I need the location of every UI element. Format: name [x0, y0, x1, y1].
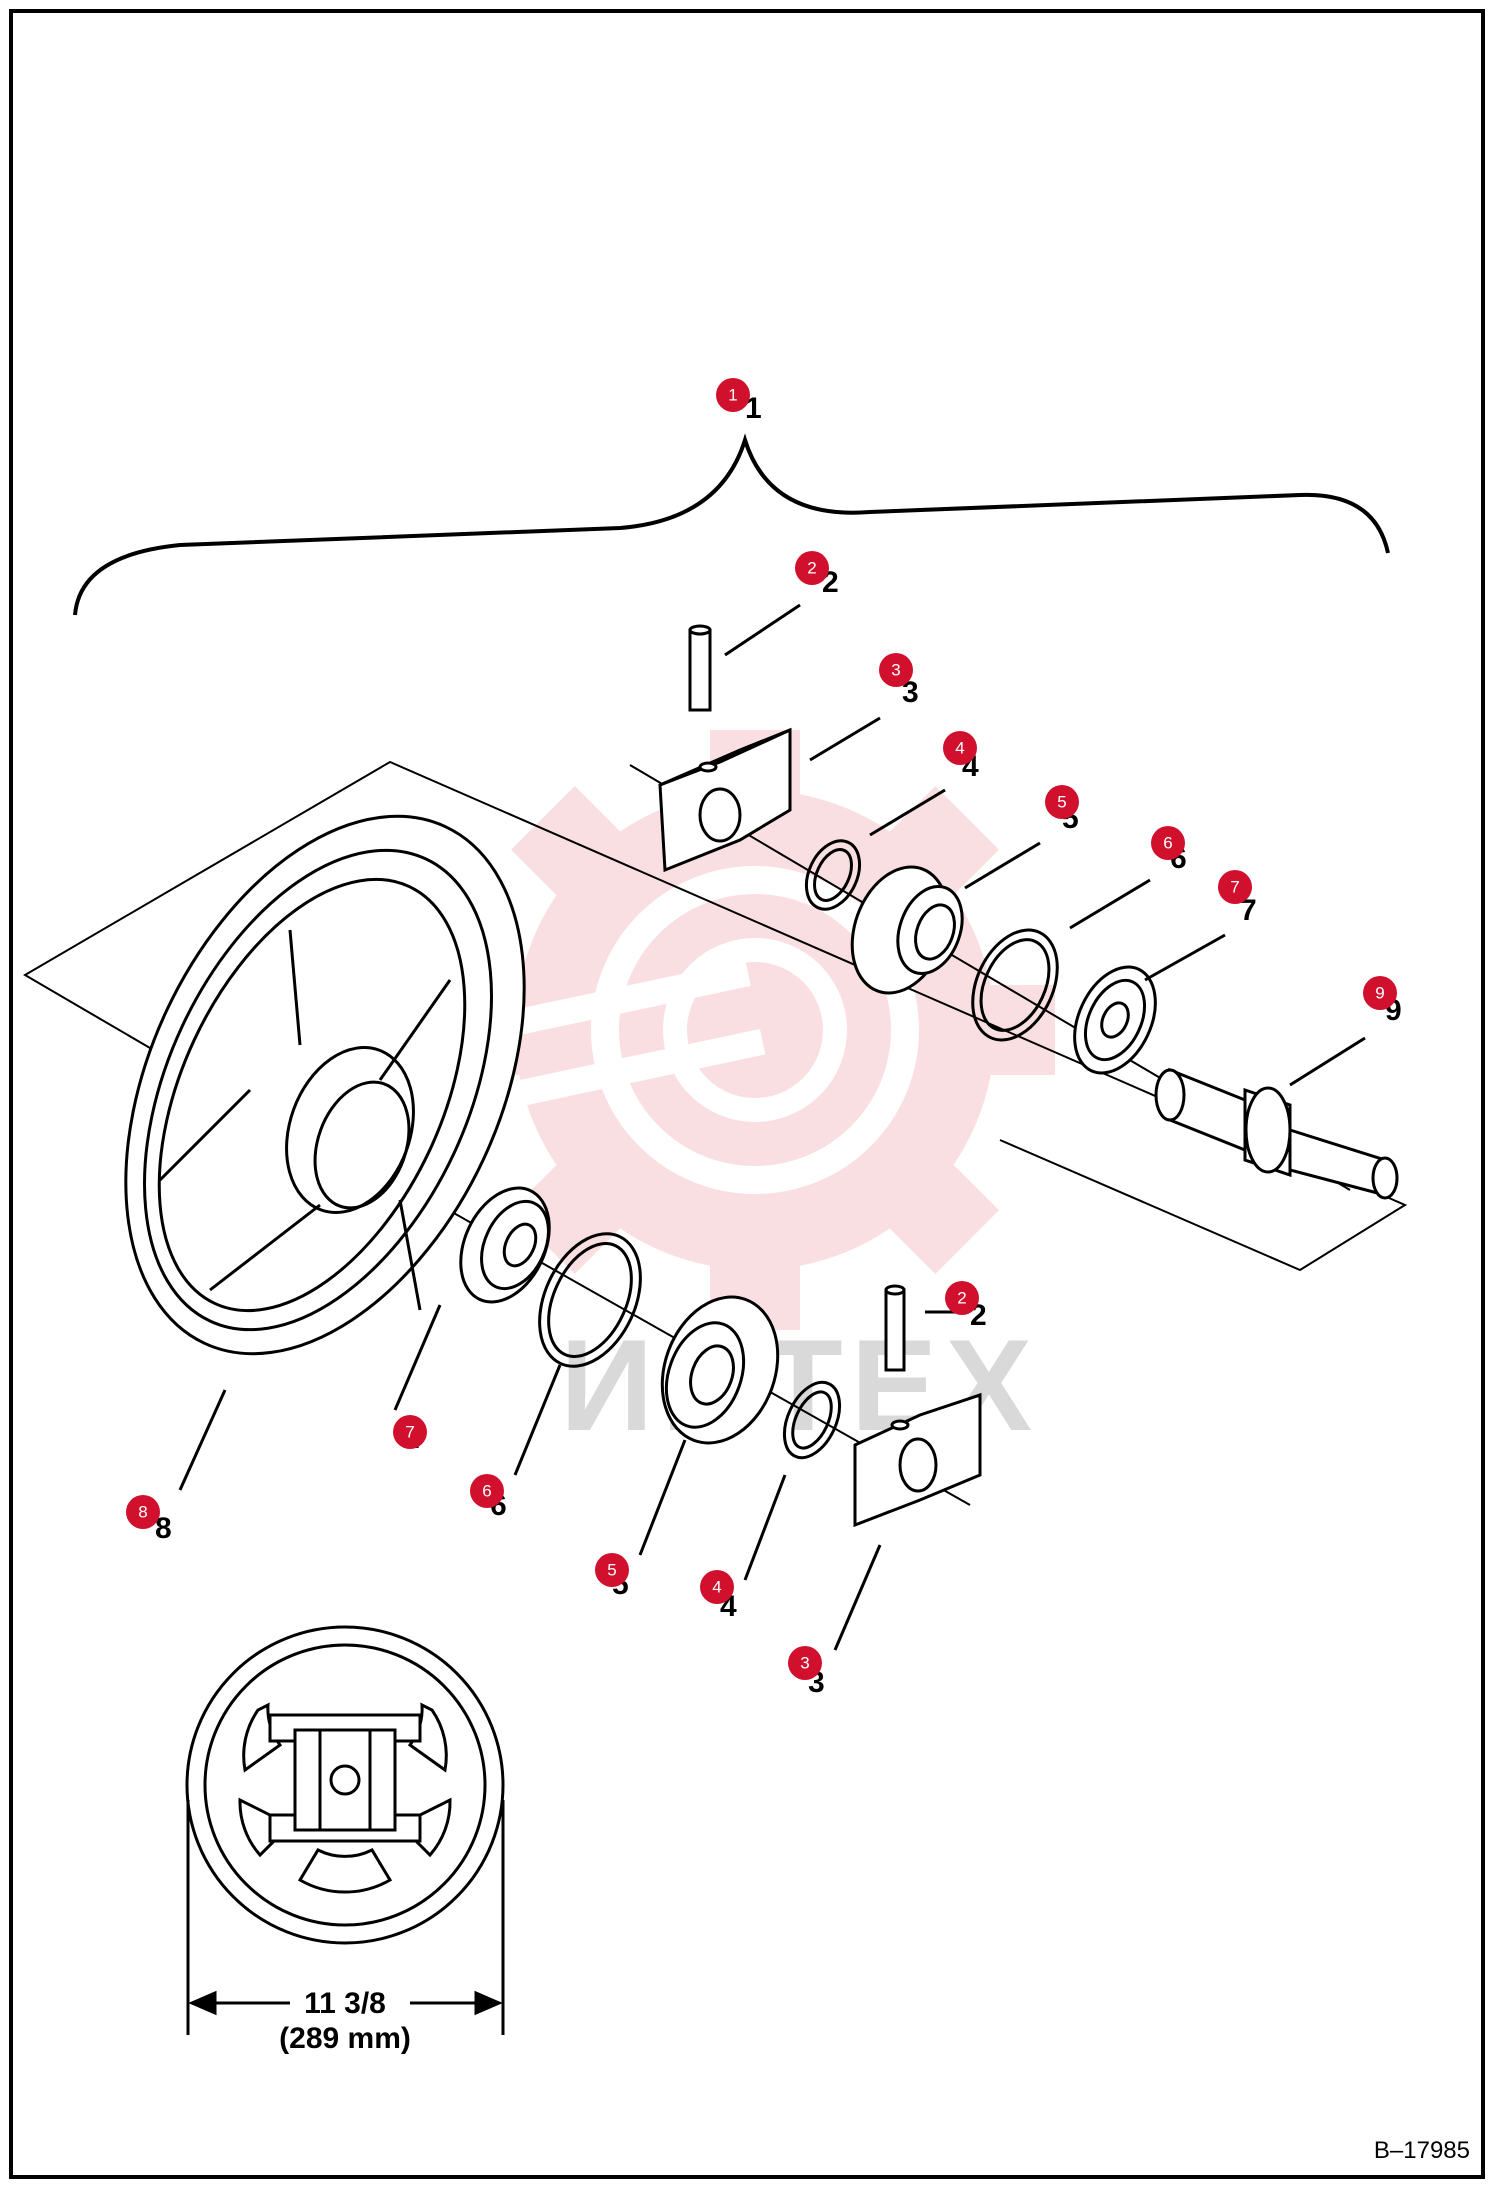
- callout-marker-7-bottom[interactable]: 7: [393, 1415, 427, 1449]
- callout-marker-6-top[interactable]: 6: [1151, 826, 1185, 860]
- svg-text:5: 5: [1057, 793, 1066, 812]
- label-1: 1: [745, 392, 762, 425]
- pin-bottom: [884, 1284, 906, 1372]
- bearing-bottom: [459, 1186, 551, 1304]
- assembly-bracket: [73, 433, 1390, 616]
- svg-text:4: 4: [712, 1578, 721, 1597]
- callout-marker-4-bottom[interactable]: 4: [700, 1570, 734, 1604]
- callout-marker-2-top[interactable]: 2: [795, 551, 829, 585]
- callout-marker-9[interactable]: 9: [1363, 976, 1397, 1010]
- svg-text:5: 5: [607, 1561, 616, 1580]
- callout-marker-6-bottom[interactable]: 6: [470, 1474, 504, 1508]
- callout-marker-5-bottom[interactable]: 5: [595, 1553, 629, 1587]
- callout-marker-1[interactable]: 1: [716, 378, 750, 412]
- bearing-top: [1073, 965, 1157, 1075]
- pin-top: [688, 624, 712, 712]
- svg-text:2: 2: [807, 559, 816, 578]
- snap-ring-top: [804, 839, 862, 911]
- svg-text:1: 1: [728, 386, 737, 405]
- svg-text:7: 7: [1230, 878, 1239, 897]
- callout-marker-7-top[interactable]: 7: [1218, 870, 1252, 904]
- svg-text:3: 3: [891, 661, 900, 680]
- callout-marker-5-top[interactable]: 5: [1045, 785, 1079, 819]
- callout-marker-3-bottom[interactable]: 3: [788, 1646, 822, 1680]
- mounting-block-top: [658, 727, 792, 873]
- svg-text:8: 8: [138, 1503, 147, 1522]
- label-3-top: 3: [902, 676, 919, 709]
- callout-marker-8[interactable]: 8: [126, 1495, 160, 1529]
- idler-wheel: [124, 814, 526, 1356]
- label-7-top: 7: [1240, 894, 1257, 927]
- label-8: 8: [155, 1512, 172, 1545]
- mounting-block-bottom: [853, 1392, 982, 1528]
- callout-marker-2-bottom[interactable]: 2: [945, 1281, 979, 1315]
- svg-text:6: 6: [1163, 834, 1172, 853]
- svg-text:3: 3: [800, 1654, 809, 1673]
- svg-text:6: 6: [482, 1482, 491, 1501]
- svg-text:9: 9: [1375, 984, 1384, 1003]
- retaining-ring-top: [971, 928, 1059, 1042]
- figure-code: B–17985: [1374, 2137, 1470, 2164]
- svg-text:2: 2: [957, 1289, 966, 1308]
- svg-text:7: 7: [405, 1423, 414, 1442]
- svg-text:4: 4: [955, 739, 964, 758]
- snap-ring-bottom: [782, 1380, 842, 1460]
- shaft: [1154, 1067, 1399, 1200]
- wheel-end-view: [185, 1625, 505, 1945]
- seal-top: [850, 865, 964, 995]
- callout-marker-3-top[interactable]: 3: [879, 653, 913, 687]
- dimension-metric: (289 mm): [279, 2022, 411, 2055]
- diagram-frame: [9, 9, 1485, 2179]
- dimension-imperial: 11 3/8: [304, 1987, 386, 2020]
- retaining-ring-bottom: [538, 1232, 642, 1368]
- seal-bottom: [660, 1295, 780, 1445]
- dimension-lines: [186, 1800, 505, 2035]
- callout-marker-4-top[interactable]: 4: [943, 731, 977, 765]
